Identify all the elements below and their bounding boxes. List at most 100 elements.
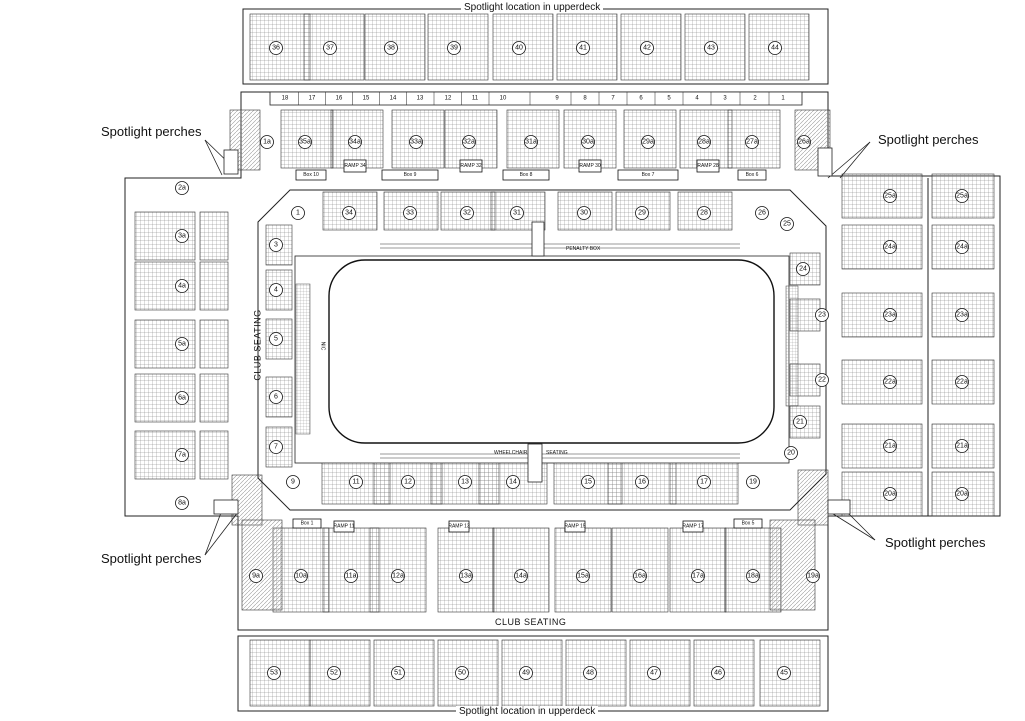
column-14: 14 xyxy=(390,96,397,102)
section-15: 15 xyxy=(581,475,595,489)
svg-text:33: 33 xyxy=(406,210,414,217)
svg-text:17: 17 xyxy=(700,479,708,486)
svg-text:45: 45 xyxy=(780,670,788,677)
section-19a: 19a xyxy=(806,569,820,583)
perch-pointers xyxy=(204,139,876,556)
column-8: 8 xyxy=(583,96,587,102)
svg-text:Box 9: Box 9 xyxy=(404,172,417,178)
svg-text:50: 50 xyxy=(458,670,466,677)
svg-text:12: 12 xyxy=(404,479,412,486)
section-20a: 20a xyxy=(883,487,897,501)
svg-text:53: 53 xyxy=(270,670,278,677)
column-1: 1 xyxy=(781,96,785,102)
svg-text:21a: 21a xyxy=(956,443,968,450)
svg-text:28a: 28a xyxy=(698,139,710,146)
svg-text:46: 46 xyxy=(714,670,722,677)
svg-text:3a: 3a xyxy=(178,233,186,240)
column-15: 15 xyxy=(363,96,370,102)
svg-text:5a: 5a xyxy=(178,341,186,348)
svg-text:30: 30 xyxy=(580,210,588,217)
section-1a: 1a xyxy=(260,135,274,149)
section-6a: 6a xyxy=(175,391,189,405)
svg-text:5: 5 xyxy=(274,336,278,343)
section-3a: 3a xyxy=(175,229,189,243)
perch-label-bottom-left: Spotlight perches xyxy=(101,551,202,566)
section-24: 24 xyxy=(796,262,810,276)
column-2: 2 xyxy=(753,96,757,102)
section-17a: 17a xyxy=(691,569,705,583)
svg-text:RAMP 11: RAMP 11 xyxy=(334,524,355,530)
svg-text:32: 32 xyxy=(463,210,471,217)
svg-text:24a: 24a xyxy=(884,244,896,251)
section-3: 3 xyxy=(269,238,283,252)
svg-text:24: 24 xyxy=(799,266,807,273)
bottom-ramp-3: RAMP 17 xyxy=(682,520,704,533)
svg-text:20a: 20a xyxy=(884,491,896,498)
left-inner-seat-blocks xyxy=(265,224,293,468)
right-a-block-left-20a xyxy=(841,471,923,517)
svg-text:Box 1: Box 1 xyxy=(301,521,314,527)
corner-seat-blocks xyxy=(229,109,831,611)
section-17: 17 xyxy=(697,475,711,489)
perch-label-bottom-right: Spotlight perches xyxy=(885,535,986,550)
svg-text:RAMP 30: RAMP 30 xyxy=(579,163,601,169)
svg-text:35a: 35a xyxy=(299,139,311,146)
svg-text:42: 42 xyxy=(643,45,651,52)
section-26a: 26a xyxy=(797,135,811,149)
svg-text:52: 52 xyxy=(330,670,338,677)
svg-text:26: 26 xyxy=(758,210,766,217)
svg-text:41: 41 xyxy=(579,45,587,52)
svg-text:7: 7 xyxy=(274,444,278,451)
club-seating-bottom-label: CLUB SEATING xyxy=(495,617,567,627)
svg-text:24a: 24a xyxy=(956,244,968,251)
right-a-block-left-24a xyxy=(841,224,923,270)
svg-text:RAMP 13: RAMP 13 xyxy=(448,524,470,530)
upperdeck-top-label: Spotlight location in upperdeck xyxy=(461,2,604,13)
perch-label-top-left: Spotlight perches xyxy=(101,124,202,139)
section-44: 44 xyxy=(768,41,782,55)
upperdeck-top-seat-blocks xyxy=(249,13,810,81)
column-10: 10 xyxy=(500,96,507,102)
svg-text:7a: 7a xyxy=(178,452,186,459)
section-13: 13 xyxy=(458,475,472,489)
svg-text:6: 6 xyxy=(274,394,278,401)
section-7: 7 xyxy=(269,440,283,454)
section-21: 21 xyxy=(793,415,807,429)
svg-text:13a: 13a xyxy=(460,573,472,580)
section-41: 41 xyxy=(576,41,590,55)
section-40: 40 xyxy=(512,41,526,55)
left-bench-strip xyxy=(295,283,311,435)
section-21a: 21a xyxy=(955,439,969,453)
bottom-main-seat-blocks xyxy=(321,461,739,505)
section-24a: 24a xyxy=(955,240,969,254)
section-22a: 22a xyxy=(883,375,897,389)
section-52: 52 xyxy=(327,666,341,680)
section-43: 43 xyxy=(704,41,718,55)
section-14: 14 xyxy=(506,475,520,489)
svg-text:12a: 12a xyxy=(392,573,404,580)
svg-text:9a: 9a xyxy=(252,573,260,580)
svg-text:47: 47 xyxy=(650,670,658,677)
svg-text:44: 44 xyxy=(771,45,779,52)
bottom-ramp-1: RAMP 13 xyxy=(448,520,470,533)
svg-text:Box 5: Box 5 xyxy=(742,521,755,527)
ice-rink xyxy=(328,259,775,444)
upperdeck-bottom-label: Spotlight location in upperdeck xyxy=(456,706,599,717)
column-13: 13 xyxy=(417,96,424,102)
right-a-block-left-22a xyxy=(841,359,923,405)
section-25a: 25a xyxy=(955,189,969,203)
svg-text:Box 6: Box 6 xyxy=(746,172,759,178)
section-51: 51 xyxy=(391,666,405,680)
section-11: 11 xyxy=(349,475,363,489)
svg-text:23a: 23a xyxy=(884,312,896,319)
section-22: 22 xyxy=(815,373,829,387)
section-34: 34 xyxy=(342,206,356,220)
section-47: 47 xyxy=(647,666,661,680)
section-32: 32 xyxy=(460,206,474,220)
svg-text:40: 40 xyxy=(515,45,523,52)
left-outer-side-block-4a xyxy=(199,261,229,311)
column-18: 18 xyxy=(282,96,289,102)
svg-text:25a: 25a xyxy=(956,193,968,200)
